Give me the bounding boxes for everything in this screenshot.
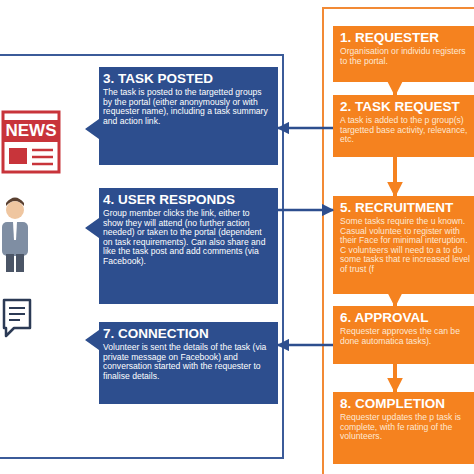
newspaper-line [32, 149, 53, 152]
chat-icon [4, 300, 30, 336]
flow-arrow [278, 127, 333, 130]
person-body [2, 222, 28, 256]
step-heading: 2. TASK REQUEST [340, 99, 470, 114]
step-description: Organisation or individu registers to th… [340, 47, 470, 66]
step-heading: 1. REQUESTER [340, 30, 470, 45]
portal-step-box: 7. CONNECTION Volunteer is sent the detai… [85, 322, 278, 404]
newspaper-line [32, 163, 53, 166]
requester-panel [323, 8, 474, 474]
newspaper-photo [9, 148, 27, 164]
newspaper-frame [3, 112, 59, 172]
portal-step-box: 3. TASK POSTED The task is posted to the … [85, 67, 278, 165]
step-heading: 8. COMPLETION [340, 396, 470, 411]
box-content: 3. TASK POSTED The task is posted to the … [85, 67, 278, 128]
flow-arrow [393, 82, 397, 95]
step-description: Volunteer is sent the details of the tas… [103, 343, 272, 381]
step-description: The task is posted to the targetted grou… [103, 88, 272, 126]
step-heading: 6. APPROVAL [340, 310, 470, 325]
chat-line [9, 313, 25, 315]
requester-step-box: 6. APPROVAL Requester approves the can be… [333, 306, 474, 364]
person-shirt [13, 222, 17, 240]
box-shape [85, 322, 278, 404]
chat-line [9, 319, 20, 321]
box-content: 1. REQUESTER Organisation or individu reg… [333, 26, 474, 68]
step-description: Some tasks require the u known. Casual v… [340, 217, 470, 275]
person-head [6, 201, 24, 219]
step-description: A task is added to the p group(s) target… [340, 116, 470, 145]
newspaper-band [3, 120, 59, 142]
box-content: 4. USER RESPONDS Group member clicks the … [85, 188, 278, 269]
flow-arrow [393, 294, 397, 306]
newspaper-title: NEWS [3, 120, 59, 142]
newspaper-line [32, 156, 53, 159]
flow-arrow [278, 344, 333, 347]
box-shape [85, 67, 278, 165]
flow-arrow [278, 209, 333, 212]
person-leg [16, 254, 24, 272]
chat-bubble [4, 300, 30, 336]
requester-step-box: 5. RECRUITMENT Some tasks require the u k… [333, 196, 474, 294]
box-content: 7. CONNECTION Volunteer is sent the detai… [85, 322, 278, 383]
flow-arrow [393, 364, 397, 392]
flow-arrow [393, 157, 397, 196]
box-content: 2. TASK REQUEST A task is added to the p … [333, 95, 474, 147]
step-description: Requester approves the can be done autom… [340, 327, 470, 346]
person-leg [6, 254, 14, 272]
requester-step-box: 2. TASK REQUEST A task is added to the p … [333, 95, 474, 157]
requester-step-box: 8. COMPLETION Requester updates the p tas… [333, 392, 474, 464]
box-content: 5. RECRUITMENT Some tasks require the u k… [333, 196, 474, 277]
box-content: 6. APPROVAL Requester approves the can be… [333, 306, 474, 348]
person-hair [6, 198, 24, 207]
requester-step-box: 1. REQUESTER Organisation or individu reg… [333, 26, 474, 82]
box-shape [85, 188, 278, 304]
step-description: Requester updates the p task is complete… [340, 413, 470, 442]
person-icon [2, 198, 28, 273]
portal-step-box: 4. USER RESPONDS Group member clicks the … [85, 188, 278, 304]
box-content: 8. COMPLETION Requester updates the p tas… [333, 392, 474, 444]
step-heading: 5. RECRUITMENT [340, 200, 470, 215]
newspaper-icon [3, 112, 59, 172]
step-description: Group member clicks the link, either to … [103, 209, 272, 267]
step-heading: 7. CONNECTION [103, 326, 272, 341]
chat-line [9, 307, 25, 309]
step-heading: 3. TASK POSTED [103, 71, 272, 86]
portal-panel [0, 55, 283, 458]
step-heading: 4. USER RESPONDS [103, 192, 272, 207]
